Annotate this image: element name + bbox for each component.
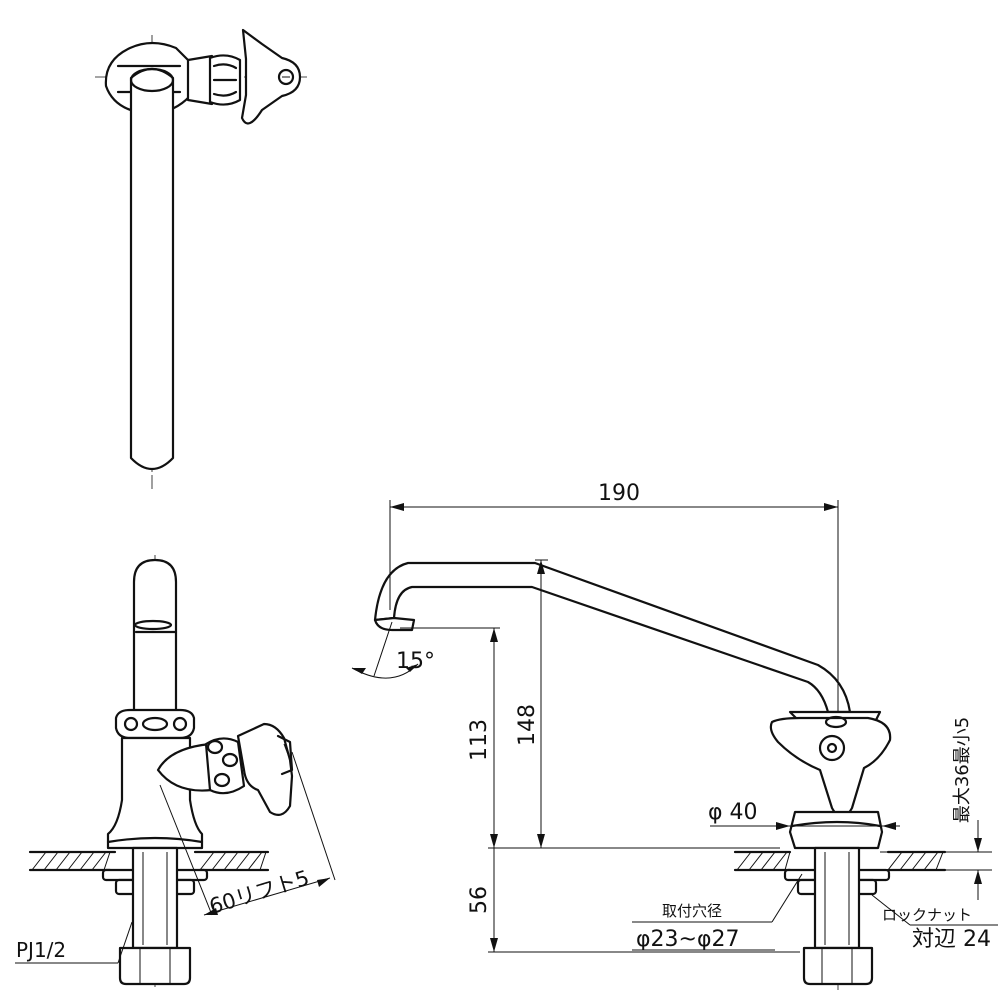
dim-height-56: 56 [467,886,492,914]
deck-hatch-line [211,851,227,871]
dim-angle-15: 15° [396,649,435,674]
deck-hatch-line [235,851,251,871]
deck-hatch-line [67,851,83,871]
deck-hatch-line [935,851,944,871]
dim-handle-lift: 60リフト5 [206,866,312,919]
dim-base-diameter: φ 40 [708,800,758,825]
deck-hatch-line [784,851,791,871]
locknut-title: ロックナット [882,906,972,924]
deck-hatch-line [748,851,764,871]
deck-hatch-line [91,851,107,871]
faucet-front-view-icon [15,555,336,990]
deck-hatch-line [247,851,263,871]
deck-hatch-line [79,851,95,871]
deck-hatch-line [911,851,927,871]
faucet-side-view-icon [351,500,998,990]
deck-hatch-line [223,851,239,871]
mounting-hole-value: φ23~φ27 [636,927,739,952]
deck-hatch-line [103,851,111,871]
deck-hatch-line [43,851,59,871]
deck-hatch-line [772,851,788,871]
dim-height-113: 113 [467,719,492,761]
deck-hatch-line [923,851,939,871]
dim-width-190: 190 [598,481,640,506]
dim-height-148: 148 [515,704,540,746]
mounting-hole-title: 取付穴径 [662,902,722,920]
deck-hatch-line [199,851,215,871]
deck-hatch-line [887,851,903,871]
deck-hatch-line [259,851,267,871]
locknut-value: 対辺 24 [912,927,991,952]
thread-spec-label: PJ1/2 [16,938,66,962]
deck-hatch-line [899,851,915,871]
dim-deck-thickness: 最大36最小5 [952,717,973,823]
deck-hatch-line [31,851,47,871]
deck-hatch-line [760,851,776,871]
faucet-top-view-icon [95,28,310,490]
deck-hatch-line [55,851,71,871]
deck-hatch-line [736,851,752,871]
